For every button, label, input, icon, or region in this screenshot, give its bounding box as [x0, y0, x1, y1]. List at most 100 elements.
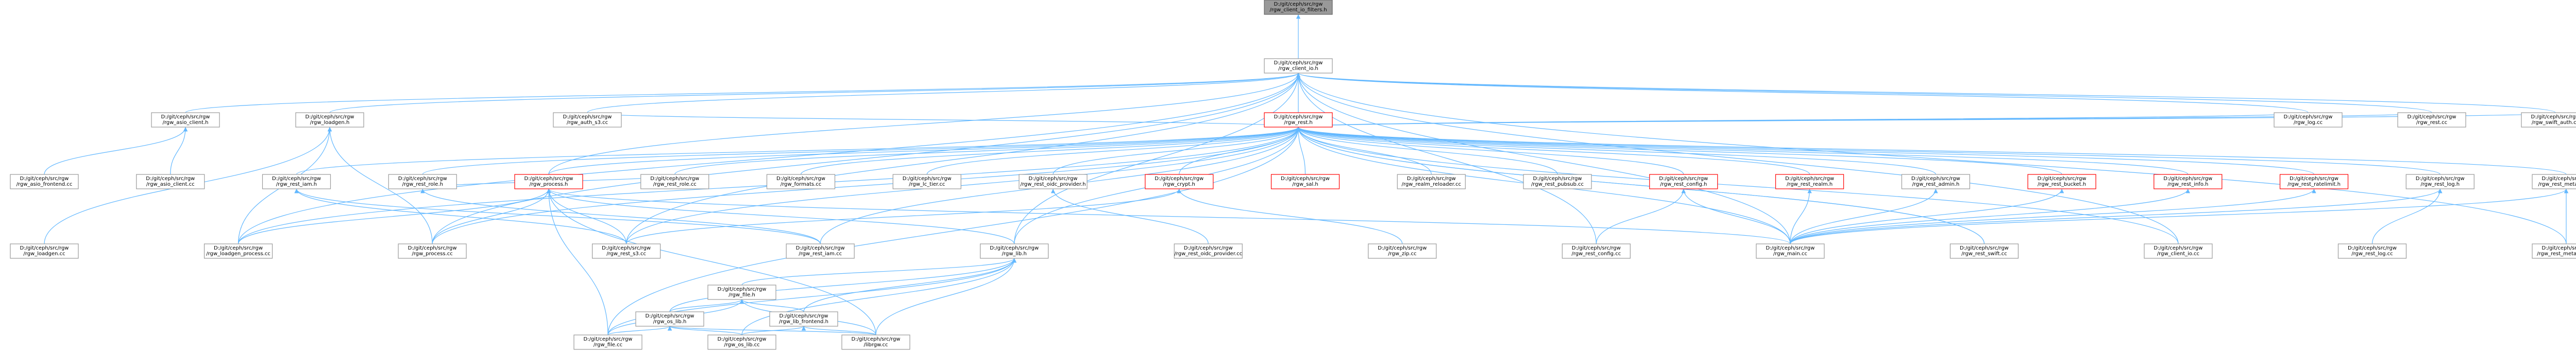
edge-main_cc-to-rest_log_h: [1790, 188, 2443, 244]
node-label-line: /rgw_asio_client.cc: [146, 182, 195, 187]
node-label-line: D:/git/ceph/src/rgw: [1766, 245, 1815, 251]
node-label-line: D:/git/ceph/src/rgw: [20, 245, 69, 251]
edge-rest_config_cc-to-client_io_h: [1296, 73, 1597, 244]
node-rest-metadata-h[interactable]: D:/git/ceph/src/rgw/rgw_rest_metadata.h: [2532, 174, 2576, 189]
edges-layer: [44, 14, 2569, 335]
node-label-line: D:/git/ceph/src/rgw: [646, 313, 694, 319]
node-box: [1397, 174, 1466, 189]
node-rest-swift-cc[interactable]: D:/git/ceph/src/rgw/rgw_rest_swift.cc: [1950, 243, 2019, 259]
node-label-line: D:/git/ceph/src/rgw: [1281, 176, 1330, 182]
node-label-line: D:/git/ceph/src/rgw: [776, 176, 825, 182]
node-rest-iam-h[interactable]: D:/git/ceph/src/rgw/rgw_rest_iam.h: [262, 174, 331, 189]
node-loadgen-process-cc[interactable]: D:/git/ceph/src/rgw/rgw_loadgen_process.…: [204, 243, 273, 259]
node-client-io-cc[interactable]: D:/git/ceph/src/rgw/rgw_client_io.cc: [2144, 243, 2213, 259]
edge-process_cc-to-loadgen_h: [327, 127, 433, 244]
node-process-cc[interactable]: D:/git/ceph/src/rgw/rgw_process.cc: [398, 243, 467, 259]
node-label-line: /rgw_rest_role.cc: [653, 182, 697, 187]
node-label-line: /rgw_lc_tier.cc: [909, 182, 945, 187]
edge-lib_h-to-process_h: [546, 188, 1015, 244]
node-oidc-provider-cc[interactable]: D:/git/ceph/src/rgw/rgw_rest_oidc_provid…: [1174, 243, 1243, 259]
node-rest-realm-h[interactable]: D:/git/ceph/src/rgw/rgw_rest_realm.h: [1775, 174, 1844, 189]
node-rest-config-h[interactable]: D:/git/ceph/src/rgw/rgw_rest_config.h: [1649, 174, 1718, 189]
node-box: [262, 174, 331, 189]
node-lc-tier-cc[interactable]: D:/git/ceph/src/rgw/rgw_lc_tier.cc: [892, 174, 961, 189]
node-file-h[interactable]: D:/git/ceph/src/rgw/rgw_file.h: [707, 285, 776, 300]
node-formats-cc[interactable]: D:/git/ceph/src/rgw/rgw_formats.cc: [766, 174, 836, 189]
node-label-line: D:/git/ceph/src/rgw: [1572, 245, 1621, 251]
edge-main_cc-to-rest_bucket_h: [1790, 188, 2064, 244]
edge-file_cc-to-lib_h: [607, 258, 1016, 335]
node-rest-metadata-cc[interactable]: D:/git/ceph/src/rgw/rgw_rest_metadata.cc: [2532, 243, 2576, 259]
node-realm-reloader-cc[interactable]: D:/git/ceph/src/rgw/rgw_realm_reloader.c…: [1397, 174, 1466, 189]
node-label-line: D:/git/ceph/src/rgw: [1274, 60, 1323, 66]
node-label-line: /rgw_loadgen.cc: [23, 251, 65, 257]
edge-swift_auth_cc-to-client_io_h: [1296, 73, 2556, 113]
node-log-cc[interactable]: D:/git/ceph/src/rgw/rgw_log.cc: [2274, 112, 2343, 128]
node-lib-h[interactable]: D:/git/ceph/src/rgw/rgw_lib.h: [980, 243, 1049, 259]
node-asio-client-h[interactable]: D:/git/ceph/src/rgw/rgw_asio_client.h: [151, 112, 220, 128]
node-loadgen-cc[interactable]: D:/git/ceph/src/rgw/rgw_loadgen.cc: [10, 243, 79, 259]
node-rest-cc[interactable]: D:/git/ceph/src/rgw/rgw_rest.cc: [2397, 112, 2466, 128]
edge-lib_h-to-client_io_h: [1014, 73, 1301, 244]
node-lib-frontend-h[interactable]: D:/git/ceph/src/rgw/rgw_lib_frontend.h: [769, 311, 838, 327]
edge-rest_ratelimit_h-to-rest_h: [1296, 127, 2315, 175]
node-oidc-provider-h[interactable]: D:/git/ceph/src/rgw/rgw_rest_oidc_provid…: [1019, 174, 1088, 189]
edge-asio_frontend_cc-to-asio_client_h: [44, 127, 188, 175]
node-rest-admin-h[interactable]: D:/git/ceph/src/rgw/rgw_rest_admin.h: [1901, 174, 1970, 189]
node-label-line: /rgw_rest_config.h: [1660, 182, 1707, 187]
edge-rest_s3_cc-to-rest_h: [626, 127, 1301, 244]
node-box: [841, 334, 910, 350]
node-label-line: /rgw_process.cc: [412, 251, 452, 257]
node-box: [2532, 174, 2576, 189]
node-root[interactable]: D:/git/ceph/src/rgw/rgw_client_io_filter…: [1264, 0, 1333, 15]
node-label-line: D:/git/ceph/src/rgw: [146, 176, 195, 182]
node-label-line: /rgw_rest.h: [1284, 120, 1313, 126]
node-label-line: /rgw_os_lib.h: [653, 319, 687, 325]
node-label-line: D:/git/ceph/src/rgw: [1274, 2, 1323, 7]
node-librgw-cc[interactable]: D:/git/ceph/src/rgw/librgw.cc: [841, 334, 910, 350]
node-loadgen-h[interactable]: D:/git/ceph/src/rgw/rgw_loadgen.h: [295, 112, 364, 128]
node-process-h[interactable]: D:/git/ceph/src/rgw/rgw_process.h: [514, 174, 583, 189]
edge-main_cc-to-rest_ratelimit_h: [1790, 188, 2316, 244]
node-rest-s3-cc[interactable]: D:/git/ceph/src/rgw/rgw_rest_s3.cc: [592, 243, 661, 259]
edge-os_lib_cc-to-lib_h: [741, 258, 1016, 335]
node-rest-log-cc[interactable]: D:/git/ceph/src/rgw/rgw_rest_log.cc: [2337, 243, 2407, 259]
node-label-line: D:/git/ceph/src/rgw: [20, 176, 69, 182]
node-rest-bucket-h[interactable]: D:/git/ceph/src/rgw/rgw_rest_bucket.h: [2027, 174, 2096, 189]
node-client-io-h[interactable]: D:/git/ceph/src/rgw/rgw_client_io.h: [1264, 58, 1333, 74]
node-swift-auth-cc[interactable]: D:/git/ceph/src/rgw/rgw_swift_auth.cc: [2521, 112, 2576, 128]
node-box: [2397, 112, 2466, 128]
node-os-lib-cc[interactable]: D:/git/ceph/src/rgw/rgw_os_lib.cc: [707, 334, 776, 350]
node-asio-frontend-cc[interactable]: D:/git/ceph/src/rgw/rgw_asio_frontend.cc: [10, 174, 79, 189]
node-sal-h[interactable]: D:/git/ceph/src/rgw/rgw_sal.h: [1270, 174, 1340, 189]
node-auth-s3-cc[interactable]: D:/git/ceph/src/rgw/rgw_auth_s3.cc: [553, 112, 622, 128]
node-label-line: D:/git/ceph/src/rgw: [214, 245, 263, 251]
edge-file_cc-to-rest_h: [607, 127, 1301, 335]
node-rest-h[interactable]: D:/git/ceph/src/rgw/rgw_rest.h: [1264, 112, 1333, 128]
node-zip-cc[interactable]: D:/git/ceph/src/rgw/rgw_zip.cc: [1368, 243, 1437, 259]
node-box: [2405, 174, 2475, 189]
node-rest-pubsub-cc[interactable]: D:/git/ceph/src/rgw/rgw_rest_pubsub.cc: [1523, 174, 1592, 189]
edge-asio_client_h-to-client_io_h: [185, 73, 1300, 113]
node-file-cc[interactable]: D:/git/ceph/src/rgw/rgw_file.cc: [573, 334, 642, 350]
node-rest-role-h[interactable]: D:/git/ceph/src/rgw/rgw_rest_role.h: [388, 174, 457, 189]
node-crypt-h[interactable]: D:/git/ceph/src/rgw/rgw_crypt.h: [1145, 174, 1214, 189]
node-rest-role-cc[interactable]: D:/git/ceph/src/rgw/rgw_rest_role.cc: [640, 174, 709, 189]
edge-process_cc-to-rest_h: [432, 127, 1301, 244]
node-main-cc[interactable]: D:/git/ceph/src/rgw/rgw_main.cc: [1756, 243, 1825, 259]
edge-rest_config_h-to-rest_h: [1296, 127, 1684, 175]
node-rest-ratelimit-h[interactable]: D:/git/ceph/src/rgw/rgw_rest_ratelimit.h: [2279, 174, 2349, 189]
node-rest-info-h[interactable]: D:/git/ceph/src/rgw/rgw_rest_info.h: [2154, 174, 2223, 189]
node-label-line: D:/git/ceph/src/rgw: [2290, 176, 2338, 182]
node-box: [2521, 112, 2576, 128]
node-os-lib-h[interactable]: D:/git/ceph/src/rgw/rgw_os_lib.h: [635, 311, 704, 327]
node-rest-config-cc[interactable]: D:/git/ceph/src/rgw/rgw_rest_config.cc: [1562, 243, 1631, 259]
node-rest-log-h[interactable]: D:/git/ceph/src/rgw/rgw_rest_log.h: [2405, 174, 2475, 189]
node-label-line: D:/git/ceph/src/rgw: [1155, 176, 1204, 182]
node-rest-iam-cc[interactable]: D:/git/ceph/src/rgw/rgw_rest_iam.cc: [786, 243, 855, 259]
node-box: [1756, 243, 1825, 259]
node-label-line: D:/git/ceph/src/rgw: [852, 337, 901, 342]
node-asio-client-cc[interactable]: D:/git/ceph/src/rgw/rgw_asio_client.cc: [136, 174, 205, 189]
node-label-line: D:/git/ceph/src/rgw: [1184, 245, 1233, 251]
node-label-line: /rgw_log.cc: [2294, 120, 2323, 126]
